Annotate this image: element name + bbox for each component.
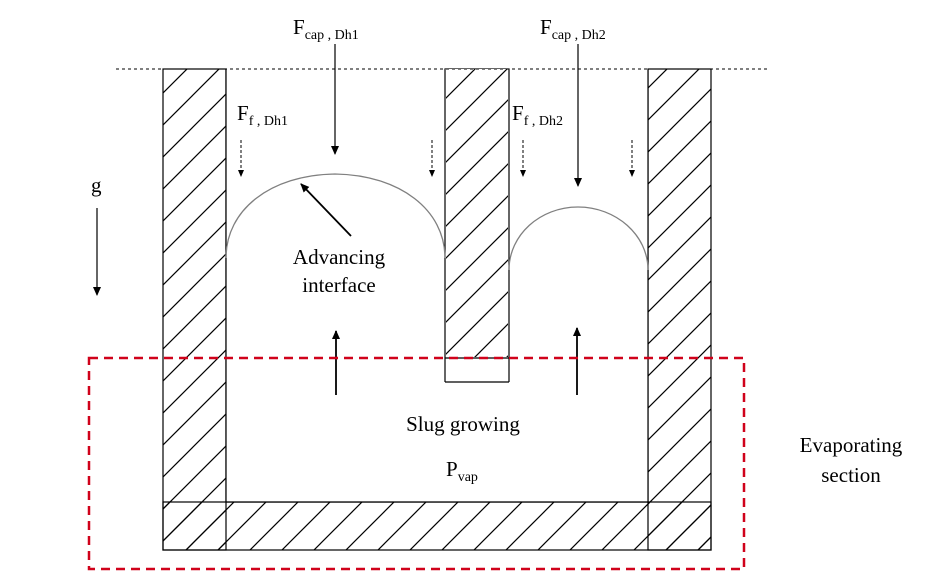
interface-label-line2: interface [302,273,375,297]
interface-label-line1: Advancing [293,245,386,269]
pvap-label: Pvap [446,457,478,485]
ff1-label: Ff , Dh1 [237,101,288,129]
evaporating-section-box [87,356,746,571]
left-wall [162,68,227,551]
right-wall [647,68,712,551]
section-label-line2: section [821,463,881,487]
fcap2-label: Fcap , Dh2 [540,15,606,43]
interface-left [225,173,446,259]
section-label-line1: Evaporating [800,433,903,457]
ff2-label: Ff , Dh2 [512,101,563,129]
wall-structure [162,68,712,551]
channel-interior [226,69,648,502]
slug-label: Slug growing [406,412,520,436]
bottom-wall [162,501,712,551]
gravity-label: g [91,173,102,197]
interface-right [508,206,649,271]
interface-pointer [300,183,352,237]
fcap1-label: Fcap , Dh1 [293,15,359,43]
